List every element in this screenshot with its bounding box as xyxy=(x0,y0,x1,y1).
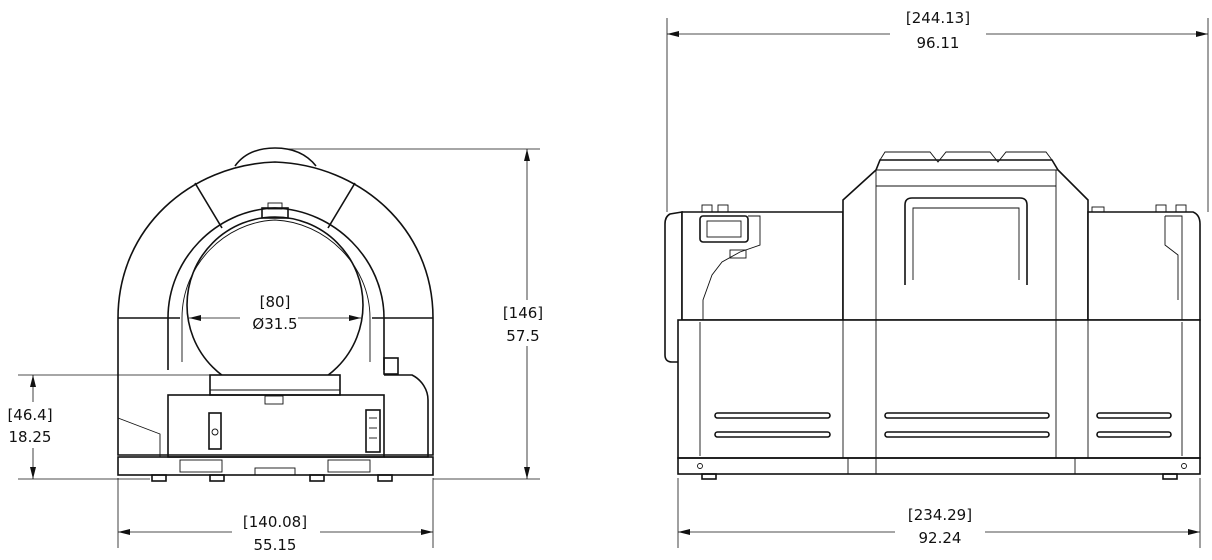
front-height-imperial: 57.5 xyxy=(506,327,539,345)
side-base-imperial: 92.24 xyxy=(919,529,962,547)
side-left-handle-outer xyxy=(699,215,749,243)
side-left-knob-2 xyxy=(717,204,729,213)
front-foot-1 xyxy=(151,474,167,482)
side-base-arrow-right xyxy=(1188,529,1200,535)
front-patient-table xyxy=(209,374,341,396)
front-dome-seam-right xyxy=(327,182,356,229)
front-table-arrow-top xyxy=(30,375,36,387)
side-center-top-rim xyxy=(879,151,1053,163)
side-right-knob-1 xyxy=(1091,206,1105,213)
front-bore-arrow-left xyxy=(189,315,201,321)
side-vent-1a xyxy=(714,412,831,419)
side-left-latch xyxy=(729,249,747,259)
front-base-pad-right xyxy=(327,459,371,473)
front-bore-bracket xyxy=(261,207,289,219)
side-center-handle xyxy=(904,197,1028,285)
side-vent-2b xyxy=(884,431,1050,438)
side-right-contour xyxy=(1164,215,1183,320)
side-vent-3a xyxy=(1096,412,1172,419)
front-left-ramp xyxy=(117,417,161,457)
side-lower-cabinet xyxy=(677,319,1201,459)
front-base-slot xyxy=(254,467,296,476)
front-table-imperial: 18.25 xyxy=(9,428,52,446)
side-view: [244.13] 96.11 [234.29] 92.24 xyxy=(664,4,1209,552)
side-left-knob-1 xyxy=(701,204,713,213)
front-top-cap xyxy=(234,147,317,167)
front-foot-3 xyxy=(309,474,325,482)
front-bore-bracket-top xyxy=(267,202,283,210)
side-base-bolt-left xyxy=(697,463,703,469)
side-length-arrow-right xyxy=(1196,31,1208,37)
side-length-arrow-left xyxy=(667,31,679,37)
front-bore-arrow-right xyxy=(349,315,361,321)
side-vent-2a xyxy=(884,412,1050,419)
side-foot-1 xyxy=(701,473,717,480)
side-right-module xyxy=(1087,211,1201,321)
front-connector-panel-left xyxy=(208,412,222,450)
side-center-handle-inner xyxy=(912,207,1020,280)
side-length-imperial: 96.11 xyxy=(917,34,960,52)
front-width-arrow-left xyxy=(118,529,130,535)
front-width-arrow-right xyxy=(421,529,433,535)
front-connector-left xyxy=(211,428,219,436)
side-right-knob-3 xyxy=(1175,204,1187,213)
side-left-handle-inner xyxy=(706,220,742,238)
front-side-module xyxy=(384,374,429,458)
side-left-contour xyxy=(702,215,761,320)
front-side-box xyxy=(383,357,399,375)
front-table-clip xyxy=(264,395,284,405)
side-base-bolt-right xyxy=(1181,463,1187,469)
side-left-module xyxy=(681,211,844,321)
front-foot-2 xyxy=(209,474,225,482)
side-base xyxy=(677,457,1201,475)
front-height-metric: [146] xyxy=(503,304,543,322)
front-bore-imperial: Ø31.5 xyxy=(252,315,297,333)
side-foot-2 xyxy=(1162,473,1178,480)
front-view: [80] Ø31.5 [146] 57.5 [46.4] 18.25 [140.… xyxy=(2,147,552,555)
side-center-module xyxy=(842,159,1089,321)
front-table-arrow-bottom xyxy=(30,467,36,479)
front-height-arrow-top xyxy=(524,149,530,161)
front-foot-4 xyxy=(377,474,393,482)
front-base-pad-left xyxy=(179,459,223,473)
front-bore-metric: [80] xyxy=(260,293,291,311)
front-width-imperial: 55.15 xyxy=(254,536,297,554)
front-width-metric: [140.08] xyxy=(243,513,307,531)
front-base xyxy=(117,456,434,476)
front-table-metric: [46.4] xyxy=(7,406,52,424)
side-base-arrow-left xyxy=(678,529,690,535)
side-length-metric: [244.13] xyxy=(906,9,970,27)
side-vent-3b xyxy=(1096,431,1172,438)
front-connector-panel-right xyxy=(365,409,381,453)
side-right-knob-2 xyxy=(1155,204,1167,213)
front-height-arrow-bottom xyxy=(524,467,530,479)
side-vent-1b xyxy=(714,431,831,438)
front-dome-seam-left xyxy=(194,182,223,229)
side-base-metric: [234.29] xyxy=(908,506,972,524)
